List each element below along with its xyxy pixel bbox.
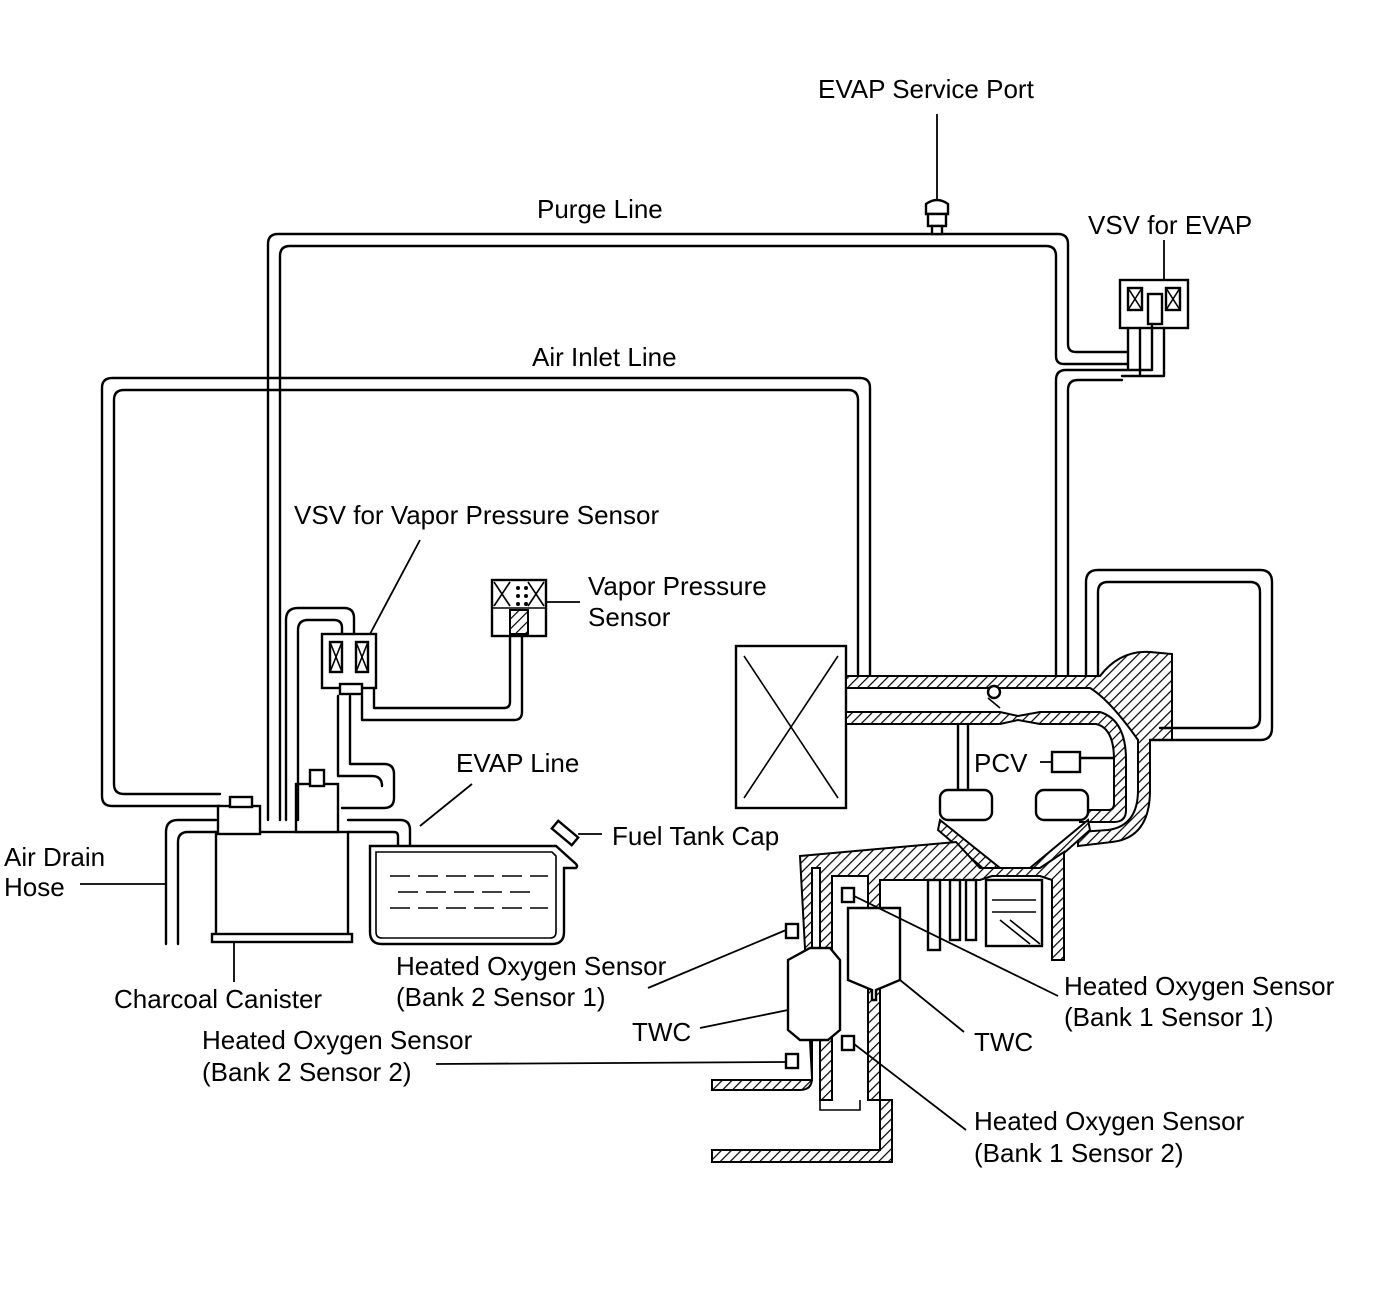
purge-line-pipe [266, 232, 1130, 822]
leader-lines [435, 895, 1059, 1131]
ho2s-bank2-sensor2-label-line1: Heated Oxygen Sensor [202, 1025, 473, 1055]
vapor-pressure-sensor-label-line2: Sensor [588, 602, 671, 632]
vsv-evap-to-intake-pipe [1054, 368, 1124, 682]
air-drain-hose-label-line2: Hose [4, 872, 65, 902]
vapor-pressure-sensor [490, 578, 580, 638]
air-drain-hose [80, 818, 218, 946]
air-drain-hose-label-line1: Air Drain [4, 842, 105, 872]
throttle-body [734, 644, 848, 810]
intake-manifold [845, 650, 1173, 848]
pcv-label: PCV [974, 748, 1028, 778]
vapor-pressure-sensor-label-line1: Vapor Pressure [588, 571, 767, 601]
ho2s-bank2-sensor1-label-line2: (Bank 2 Sensor 1) [396, 982, 606, 1012]
fuel-tank-cap [550, 819, 602, 847]
evap-line-label: EVAP Line [456, 748, 579, 778]
twc-right-label: TWC [974, 1027, 1033, 1057]
charcoal-canister [210, 795, 354, 982]
ho2s-bank2-sensor2-label-line2: (Bank 2 Sensor 2) [202, 1057, 412, 1087]
evap-service-port [924, 114, 950, 236]
fuel-tank-cap-label: Fuel Tank Cap [612, 821, 779, 851]
ho2s-bank1-sensor1-label-line2: (Bank 1 Sensor 1) [1064, 1002, 1274, 1032]
vsv-vapor-pressure-sensor-label: VSV for Vapor Pressure Sensor [294, 500, 659, 530]
vsv-evap-return-pipe [1084, 568, 1274, 742]
fuel-tank [346, 783, 579, 946]
ho2s-bank2-sensor1-label-line1: Heated Oxygen Sensor [396, 951, 667, 981]
vsv-evap-label: VSV for EVAP [1088, 210, 1252, 240]
vsv-for-evap [1118, 240, 1190, 378]
ho2s-bank1-sensor1-label-line1: Heated Oxygen Sensor [1064, 971, 1335, 1001]
vsv-for-vapor-pressure-sensor [284, 539, 524, 834]
ho2s-bank1-sensor2-label-line1: Heated Oxygen Sensor [974, 1106, 1245, 1136]
purge-line-label: Purge Line [537, 194, 663, 224]
exhaust-system [711, 886, 902, 1163]
engine-block [711, 788, 1092, 1101]
charcoal-canister-label: Charcoal Canister [114, 984, 322, 1014]
air-inlet-line-label: Air Inlet Line [532, 342, 677, 372]
pcv-valve [1040, 750, 1116, 774]
labels: EVAP Service Port Purge Line VSV for EVA… [4, 74, 1335, 1168]
twc-left-label: TWC [632, 1017, 691, 1047]
air-inlet-line-pipe [100, 376, 872, 808]
evap-service-port-label: EVAP Service Port [818, 74, 1035, 104]
ho2s-bank1-sensor2-label-line2: (Bank 1 Sensor 2) [974, 1138, 1184, 1168]
